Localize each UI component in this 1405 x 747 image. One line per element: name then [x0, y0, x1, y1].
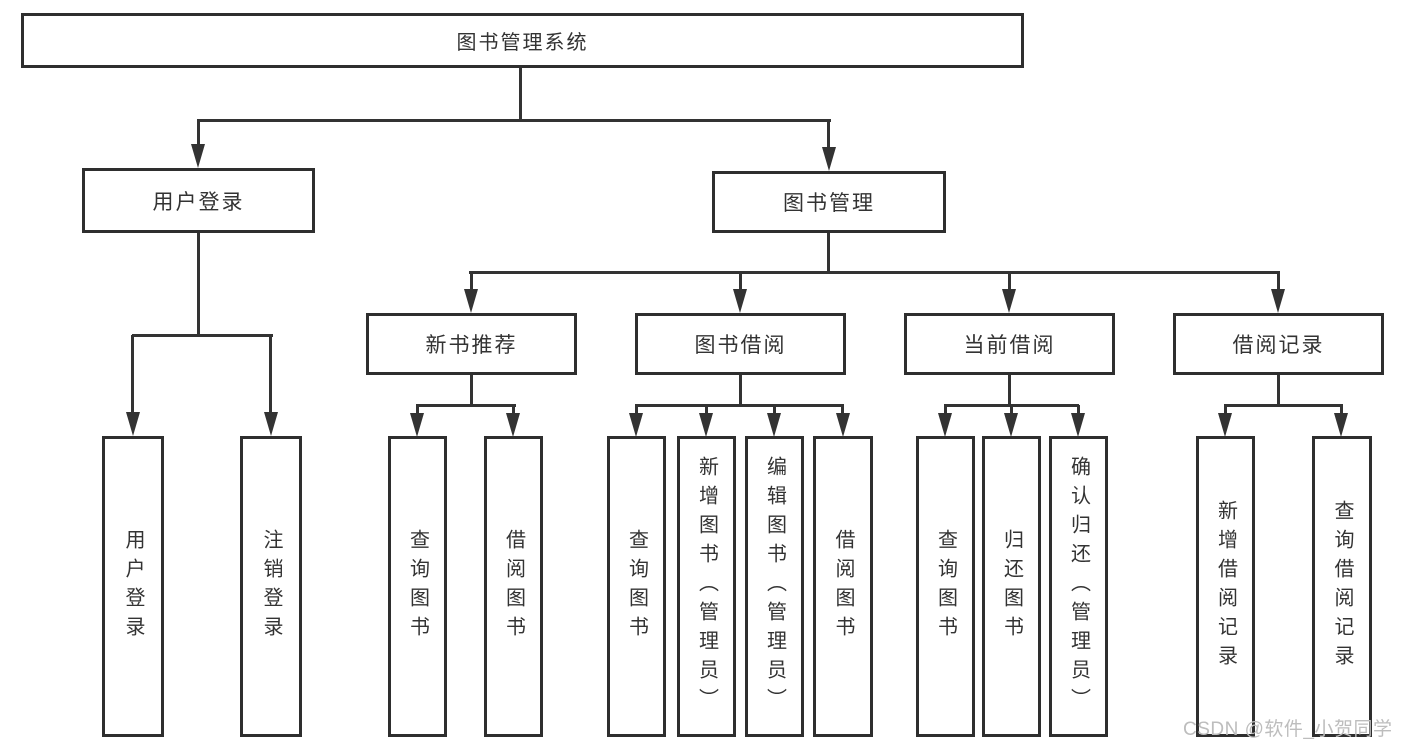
connector-line: [739, 375, 742, 407]
node-label: 注销登录: [260, 528, 282, 645]
connector-line: [416, 404, 516, 407]
connector-line: [705, 405, 708, 417]
node-label: 新增借阅记录: [1214, 499, 1237, 674]
node-label: 借阅图书: [502, 528, 525, 645]
arrow-down-icon: [767, 413, 781, 437]
leaf-query-book-2: 查询图书: [607, 436, 666, 737]
arrow-down-icon: [410, 413, 424, 437]
node-label: 查询借阅记录: [1331, 499, 1353, 674]
node-label: 用户登录: [152, 190, 245, 214]
node-label: 借阅图书: [832, 528, 854, 645]
node-new-book-recommend: 新书推荐: [366, 313, 577, 375]
connector-line: [841, 405, 844, 417]
connector-line: [1224, 405, 1227, 417]
node-label: 查询图书: [934, 528, 957, 645]
node-label: 查询图书: [406, 528, 429, 645]
connector-line: [1008, 375, 1011, 407]
connector-line: [197, 119, 831, 122]
arrow-down-icon: [1218, 413, 1232, 437]
arrow-down-icon: [506, 413, 520, 437]
leaf-logout: 注销登录: [240, 436, 302, 737]
leaf-borrow-book-1: 借阅图书: [484, 436, 543, 737]
connector-line: [1277, 375, 1280, 407]
arrow-down-icon: [733, 289, 747, 313]
node-current-borrow: 当前借阅: [904, 313, 1115, 375]
leaf-query-book-1: 查询图书: [388, 436, 447, 737]
node-label: 确认归还（管理员）: [1067, 456, 1090, 717]
arrow-down-icon: [699, 413, 713, 437]
leaf-add-borrow-record: 新增借阅记录: [1196, 436, 1255, 737]
leaf-edit-book-admin: 编辑图书（管理员）: [745, 436, 804, 737]
node-label: 新书推荐: [425, 334, 518, 357]
node-label: 借阅记录: [1232, 334, 1325, 357]
node-label: 用户登录: [122, 528, 144, 645]
node-label: 图书借阅: [694, 334, 787, 357]
leaf-query-book-3: 查询图书: [916, 436, 975, 737]
arrow-down-icon: [1334, 413, 1348, 437]
node-label: 归还图书: [1000, 528, 1023, 645]
arrow-down-icon: [126, 412, 140, 436]
connector-line: [131, 335, 134, 415]
connector-line: [635, 405, 638, 417]
connector-line: [197, 233, 200, 337]
connector-line: [197, 120, 200, 148]
arrow-down-icon: [264, 412, 278, 436]
connector-line: [1340, 405, 1343, 417]
arrow-down-icon: [836, 413, 850, 437]
node-label: 编辑图书（管理员）: [763, 456, 786, 717]
leaf-query-borrow-record: 查询借阅记录: [1312, 436, 1372, 737]
arrow-down-icon: [1002, 289, 1016, 313]
connector-line: [1008, 272, 1011, 292]
leaf-return-book: 归还图书: [982, 436, 1041, 737]
leaf-user-login: 用户登录: [102, 436, 164, 737]
connector-line: [1010, 405, 1013, 417]
connector-line: [827, 233, 830, 274]
connector-line: [469, 271, 1280, 274]
node-label: 图书管理: [783, 192, 875, 215]
arrow-down-icon: [1071, 413, 1085, 437]
connector-line: [1077, 405, 1080, 417]
node-label: 图书管理系统: [456, 32, 589, 54]
arrow-down-icon: [629, 413, 643, 437]
arrow-down-icon: [464, 289, 478, 313]
connector-line: [132, 334, 273, 337]
connector-line: [1277, 272, 1280, 292]
node-label: 查询图书: [625, 528, 648, 645]
arrow-down-icon: [938, 413, 952, 437]
csdn-watermark: CSDN @软件_小贺同学: [1183, 719, 1393, 740]
connector-line: [635, 404, 844, 407]
leaf-add-book-admin: 新增图书（管理员）: [677, 436, 736, 737]
leaf-confirm-return-admin: 确认归还（管理员）: [1049, 436, 1108, 737]
node-book-management: 图书管理: [712, 171, 946, 233]
connector-line: [944, 405, 947, 417]
connector-line: [470, 375, 473, 407]
connector-line: [773, 405, 776, 417]
connector-line: [1224, 404, 1343, 407]
connector-line: [827, 120, 830, 150]
arrow-down-icon: [1004, 413, 1018, 437]
connector-line: [739, 272, 742, 292]
connector-line: [269, 335, 272, 415]
node-label: 当前借阅: [963, 334, 1056, 357]
connector-line: [470, 272, 473, 292]
leaf-borrow-book-2: 借阅图书: [813, 436, 873, 737]
node-label: 新增图书（管理员）: [695, 456, 718, 717]
node-book-borrow: 图书借阅: [635, 313, 846, 375]
node-borrow-record: 借阅记录: [1173, 313, 1384, 375]
node-user-login: 用户登录: [82, 168, 315, 233]
connector-line: [416, 405, 419, 417]
connector-line: [519, 68, 522, 122]
connector-line: [512, 405, 515, 417]
node-library-management-system: 图书管理系统: [21, 13, 1024, 68]
arrow-down-icon: [822, 147, 836, 171]
arrow-down-icon: [1271, 289, 1285, 313]
arrow-down-icon: [191, 144, 205, 168]
